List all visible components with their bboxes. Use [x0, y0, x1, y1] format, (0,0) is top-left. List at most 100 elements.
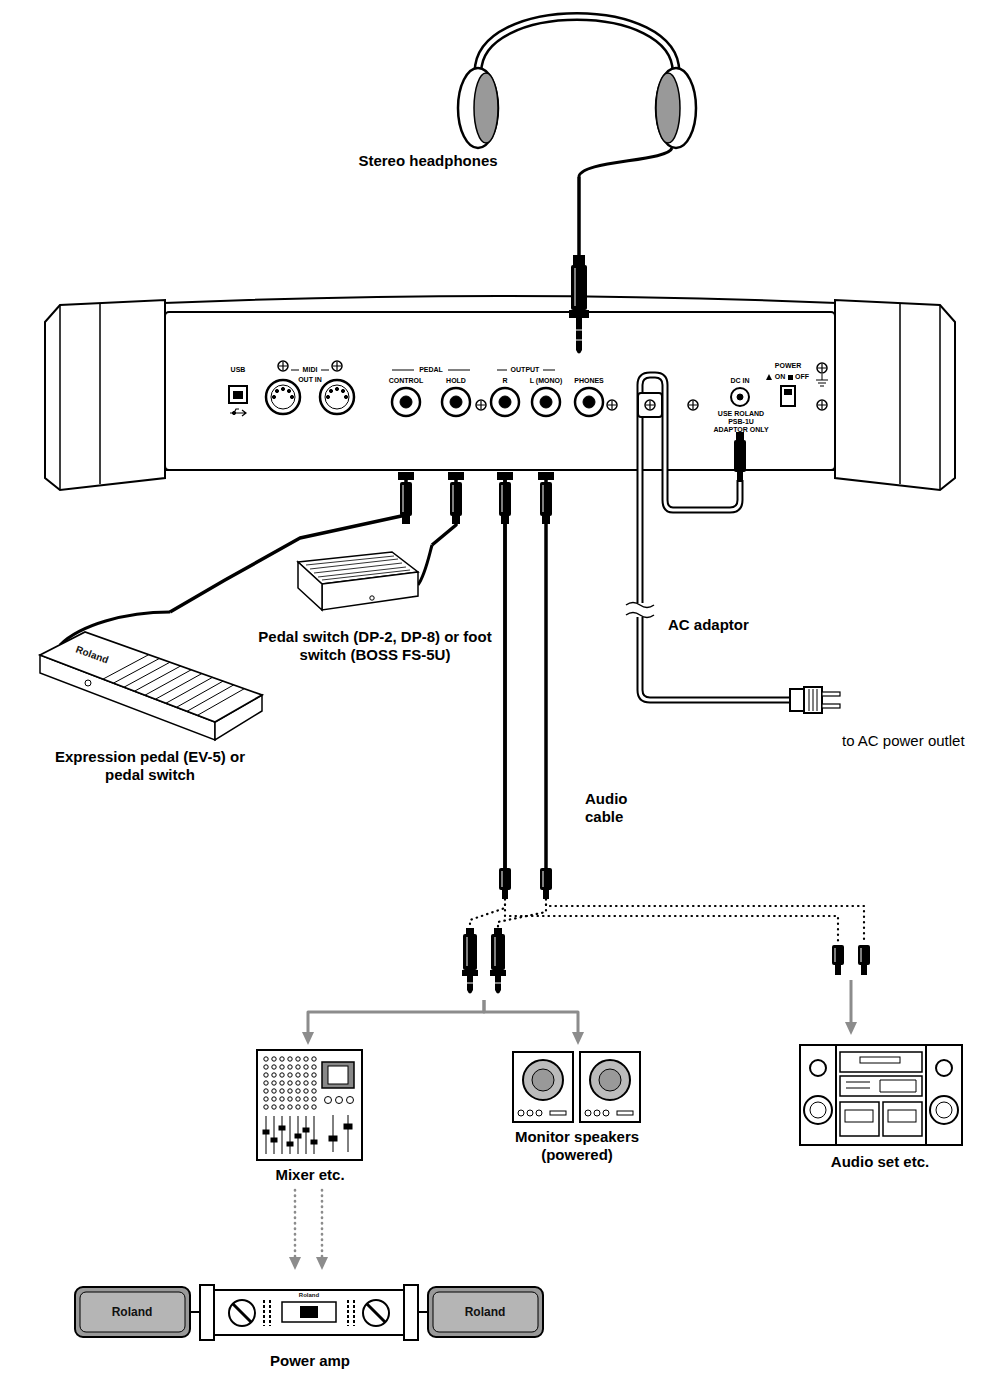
rca-plugs-part	[832, 945, 844, 965]
mixer-drawing-part	[295, 1134, 301, 1138]
headphones-drawing-part	[656, 73, 680, 143]
pedal-switch-drawing-part	[298, 562, 322, 610]
ac-adaptor-drawing	[626, 375, 840, 713]
signal-line	[850, 980, 853, 1025]
jack-label: ON	[775, 373, 786, 381]
phone-plugs-part	[467, 976, 473, 994]
audio-set-drawing-part	[800, 1045, 836, 1145]
cable-line	[503, 472, 507, 868]
signal-line	[321, 1190, 324, 1260]
rca-plugs-part	[502, 890, 508, 899]
panel-jacks-part	[575, 388, 603, 416]
phone-plugs-part	[462, 970, 478, 976]
panel-jacks-part	[818, 401, 826, 409]
panel-jacks-part	[450, 396, 462, 408]
mixer-drawing-part	[311, 1140, 317, 1144]
headphones-drawing-part	[474, 73, 498, 143]
power-amp-device: Power amp	[70, 1270, 550, 1380]
ac-adaptor-drawing-part	[790, 689, 804, 711]
arrow-head	[289, 1257, 301, 1270]
arrow-head	[316, 1257, 328, 1270]
monitor-speakers-drawing-part	[513, 1052, 573, 1122]
monitor-speakers-device: Monitor speakers (powered)	[495, 1045, 660, 1175]
pedal-switch-drawing-part	[370, 596, 374, 600]
panel-jacks-part	[287, 389, 290, 392]
panel-jacks-part	[583, 396, 595, 408]
panel-plugs	[398, 472, 554, 524]
rca-plugs-part	[861, 965, 867, 975]
jack-label: MIDI	[303, 366, 318, 374]
ac-adaptor-drawing-part	[809, 689, 817, 711]
panel-jacks-part	[332, 361, 342, 371]
panel-jacks-part	[491, 388, 519, 416]
ac-adaptor-drawing-part	[640, 375, 792, 700]
cable-connector	[289, 1190, 301, 1270]
panel-jacks-part	[766, 374, 772, 380]
signal-line	[294, 1190, 297, 1260]
jack-label: OUT IN	[298, 376, 322, 384]
device-caption: Monitor speakers (powered)	[502, 1128, 652, 1164]
jack-label: OFF	[795, 373, 809, 381]
signal-line	[498, 899, 546, 927]
mixer-drawing-part	[271, 1138, 277, 1142]
headphones-drawing-part	[656, 68, 696, 148]
phone-plugs	[462, 928, 506, 994]
brand-logo: Roland	[112, 1305, 153, 1319]
power-amp-drawing	[75, 1285, 543, 1340]
monitor-speakers-drawing-part	[603, 1110, 609, 1116]
mixer-drawing-part	[262, 1055, 318, 1111]
power-amp-drawing-part	[433, 1292, 538, 1332]
panel-jacks-part	[325, 385, 349, 409]
monitor-speakers-drawing-part	[590, 1060, 630, 1100]
ac-adaptor-drawing-part	[822, 704, 840, 708]
device-caption: Expression pedal (EV-5) or pedal switch	[48, 748, 253, 784]
panel-jacks-part	[392, 388, 420, 416]
signal-line	[484, 1000, 578, 1035]
panel-jacks-part	[230, 409, 246, 416]
keyboard-rear-panel: USBMIDIOUT INPEDALCONTROLHOLDOUTPUTRL (M…	[160, 295, 850, 472]
warning-label: USE ROLAND PSB-1U ADAPTOR ONLY	[712, 410, 770, 434]
audio-set-drawing-part	[840, 1052, 922, 1072]
audio-set-drawing-part	[883, 1102, 922, 1136]
panel-jacks-part	[341, 389, 344, 392]
power-amp-drawing-part	[264, 1300, 354, 1326]
panel-jacks-part	[400, 396, 412, 408]
headphones-device: Stereo headphones	[345, 12, 715, 177]
jack-label: PEDAL	[419, 366, 443, 374]
panel-jacks-part	[608, 401, 616, 409]
panel-jacks-part	[532, 388, 560, 416]
ac-adaptor-drawing-part	[646, 401, 654, 409]
power-amp-drawing-part	[200, 1285, 214, 1340]
headphones-drawing-part	[458, 68, 498, 148]
mixer-device: Mixer etc.	[250, 1045, 375, 1190]
ac-adaptor-drawing-part	[804, 687, 822, 713]
cable-line	[577, 177, 581, 295]
device-caption: Stereo headphones	[358, 152, 497, 170]
rca-plugs	[499, 868, 870, 975]
power-amp-drawing-part	[428, 1287, 543, 1337]
audio-set-drawing-part	[936, 1102, 952, 1118]
power-amp-drawing-part	[367, 1304, 385, 1322]
headphones-drawing-part	[478, 17, 676, 73]
power-amp-drawing-part	[363, 1300, 389, 1326]
cable-connector	[579, 177, 580, 295]
audio-set-drawing-part	[840, 1076, 922, 1096]
audio-set-drawing-part	[888, 1110, 916, 1122]
audio-set-drawing-part	[804, 1096, 832, 1124]
power-amp-drawing-part	[75, 1287, 190, 1337]
panel-jacks-part	[817, 363, 827, 373]
panel-jacks-part	[817, 400, 827, 410]
panel-jacks-part	[344, 395, 347, 398]
expression-pedal-drawing-part	[103, 655, 244, 716]
panel-jacks-part	[499, 396, 511, 408]
keyboard-body-part	[100, 296, 900, 470]
cable-connector	[484, 472, 584, 1045]
panel-jacks-part	[272, 395, 275, 398]
panel-jacks-part	[737, 394, 743, 400]
audio-set-device: Audio set etc.	[795, 1035, 965, 1175]
ac-adaptor-drawing-part	[626, 603, 654, 618]
brand-logo: Roland	[299, 1292, 319, 1299]
cable-connector	[316, 1190, 328, 1270]
phone-plugs-part	[491, 934, 505, 970]
